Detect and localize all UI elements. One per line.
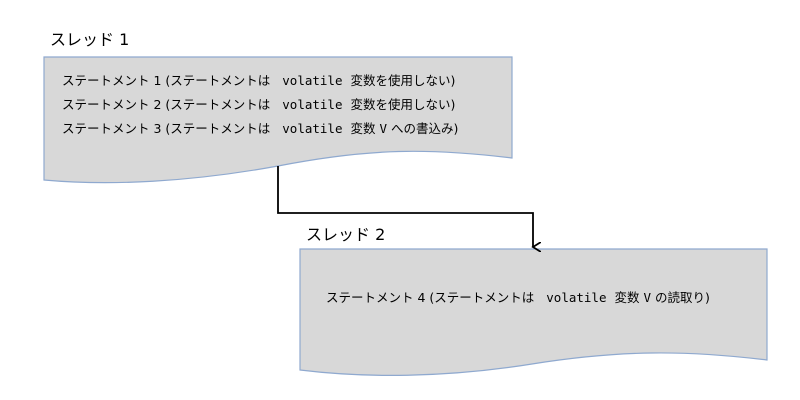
statement-text: ステートメント 4 (ステートメントは [326,290,535,305]
statement-text: の読取り) [655,290,710,305]
code-variable: V [379,121,388,136]
statement-row: ステートメント 3 (ステートメントは volatile 変数 V への書込み) [62,117,458,141]
code-variable: V [643,290,652,305]
statement-text: 変数 [350,121,376,136]
thread1-statements: ステートメント 1 (ステートメントは volatile 変数を使用しない) ス… [62,69,458,141]
code-keyword: volatile [282,73,343,88]
thread1-box [43,56,513,184]
code-keyword: volatile [546,290,607,305]
code-keyword: volatile [282,121,343,136]
statement-text: への書込み) [391,121,459,136]
thread2-label: スレッド 2 [306,225,386,244]
statement-text: ステートメント 3 (ステートメントは [62,121,271,136]
statement-row: ステートメント 4 (ステートメントは volatile 変数 V の読取り) [326,286,710,310]
statement-text: ステートメント 2 (ステートメントは [62,97,271,112]
code-keyword: volatile [282,97,343,112]
statement-row: ステートメント 1 (ステートメントは volatile 変数を使用しない) [62,69,458,93]
thread2-box [299,248,768,377]
thread2-statements: ステートメント 4 (ステートメントは volatile 変数 V の読取り) [326,286,710,310]
statement-text: 変数を使用しない) [350,73,456,88]
statement-text: 変数を使用しない) [350,97,456,112]
statement-text: ステートメント 1 (ステートメントは [62,73,271,88]
thread1-label: スレッド 1 [50,30,130,49]
sync-arrow [277,166,533,247]
statement-text: 変数 [614,290,640,305]
statement-row: ステートメント 2 (ステートメントは volatile 変数を使用しない) [62,93,458,117]
